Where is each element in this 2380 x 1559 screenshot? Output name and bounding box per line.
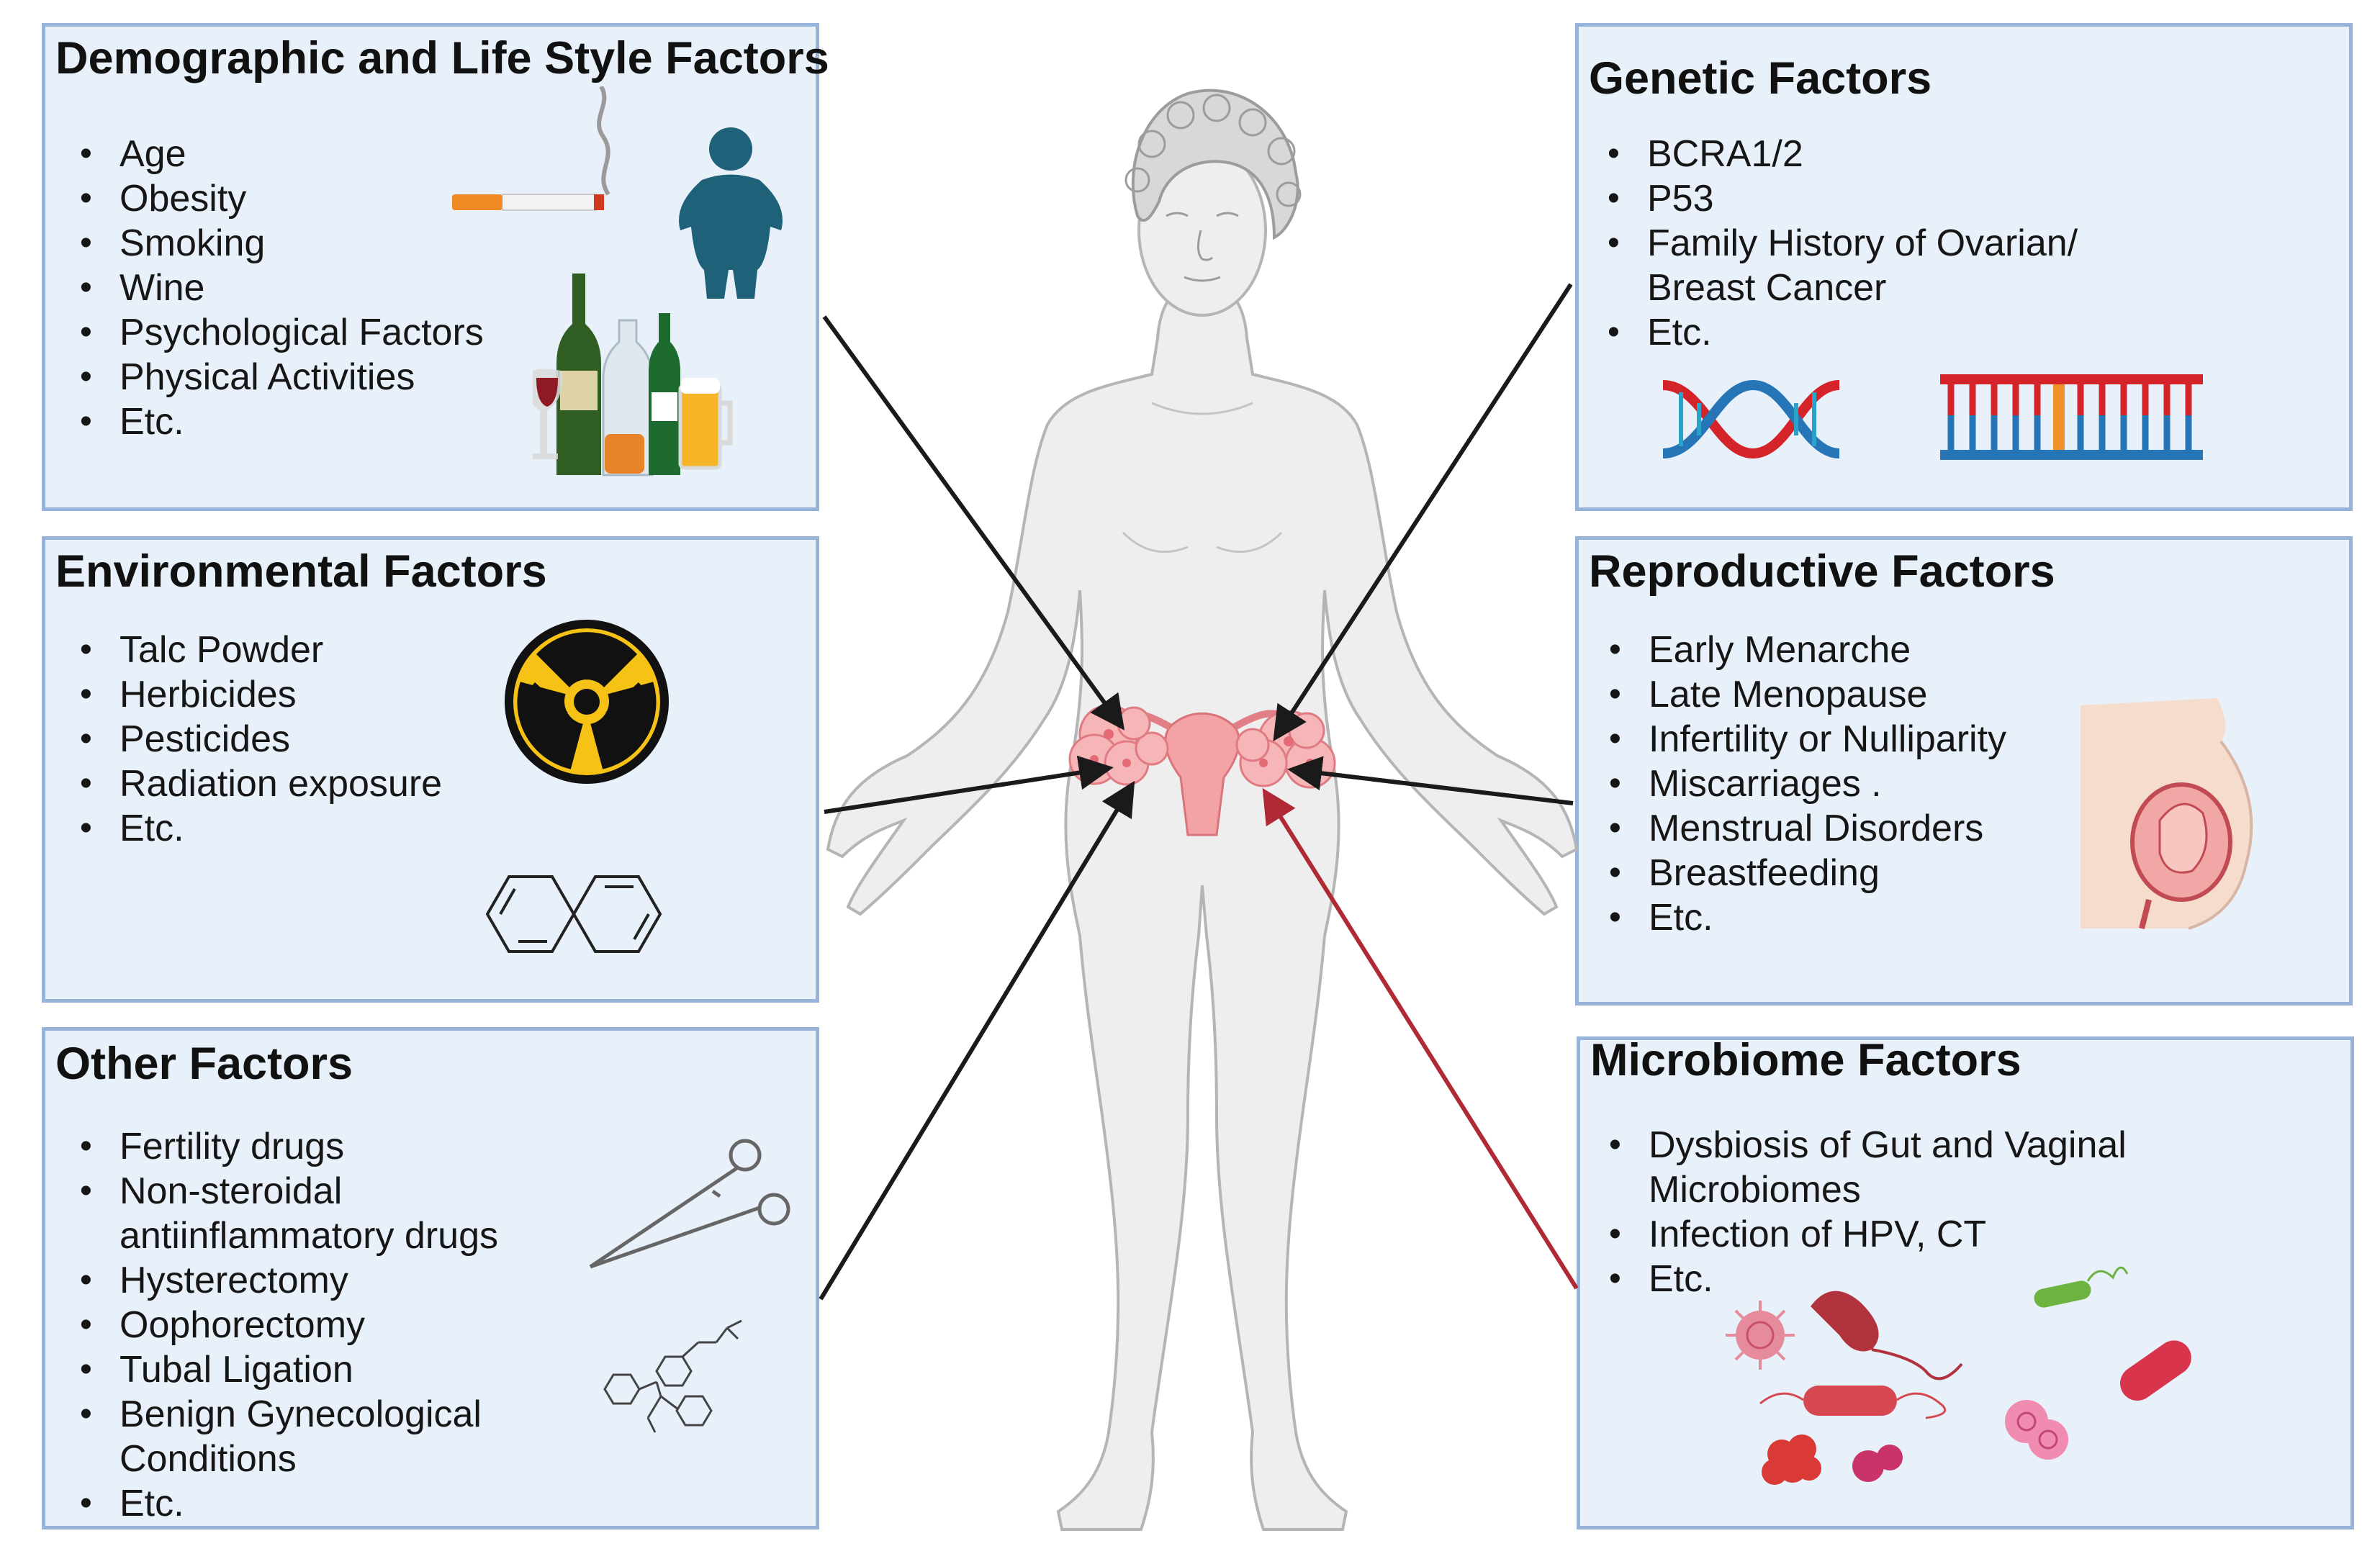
factor-item: Physical Activities xyxy=(80,355,526,399)
factor-list: Fertility drugsNon-steroidal antiinflamm… xyxy=(80,1124,555,1526)
pregnant-abdomen-icon xyxy=(2081,698,2253,930)
factor-item: Obesity xyxy=(80,176,526,221)
factor-item: Psychological Factors xyxy=(80,310,526,355)
factor-item: Late Menopause xyxy=(1609,672,2099,717)
dna-ladder-icon xyxy=(1940,374,2203,460)
panel-title: Reproductive Factors xyxy=(1589,546,2055,597)
panel-title: Genetic Factors xyxy=(1589,53,1932,104)
factor-list: Dysbiosis of Gut and Vaginal Microbiomes… xyxy=(1609,1123,2156,1301)
factor-item: Etc. xyxy=(1608,310,2126,355)
panel-title: Microbiome Factors xyxy=(1590,1035,2021,1085)
microbiome-panel: Microbiome Factors Dysbiosis of Gut and … xyxy=(1577,1035,2354,1529)
factor-item: Hysterectomy xyxy=(80,1258,555,1303)
arrow-genetic xyxy=(1273,283,1573,742)
arrow-reproductive xyxy=(1287,756,1574,805)
factor-item: Benign Gynecological Conditions xyxy=(80,1392,555,1481)
factor-item: Wine xyxy=(80,266,526,310)
female-body-icon xyxy=(826,89,1579,1531)
factor-item: Etc. xyxy=(1609,1257,2156,1301)
factor-item: Pesticides xyxy=(80,717,526,762)
factor-item: Etc. xyxy=(80,399,526,444)
factor-item: Talc Powder xyxy=(80,628,526,672)
bacteria-virus-cluster-icon xyxy=(1726,1266,2191,1485)
factor-list: Early MenarcheLate MenopauseInfertility … xyxy=(1609,628,2099,940)
factor-item: BCRA1/2 xyxy=(1608,132,2126,176)
factor-item: Miscarriages . xyxy=(1609,762,2099,806)
dna-helix-icon xyxy=(1662,379,1840,459)
naphthalene-molecule-icon xyxy=(485,875,662,953)
surgical-forceps-icon xyxy=(589,1139,790,1269)
factor-item: Oophorectomy xyxy=(80,1303,555,1347)
factor-item: Radiation exposure xyxy=(80,762,526,806)
factor-item: Etc. xyxy=(1609,895,2099,940)
factor-item: Breastfeeding xyxy=(1609,851,2099,895)
factor-list: AgeObesitySmokingWinePsychological Facto… xyxy=(80,132,526,444)
demographic-panel: Demographic and Life Style Factors AgeOb… xyxy=(42,23,829,511)
factor-item: Etc. xyxy=(80,806,526,851)
factor-item: Tubal Ligation xyxy=(80,1347,555,1392)
panel-title: Demographic and Life Style Factors xyxy=(55,33,829,83)
factor-item: Age xyxy=(80,132,526,176)
arrow-microbiome xyxy=(1262,787,1579,1290)
arrow-environmental xyxy=(824,755,1114,814)
environmental-panel: Environmental Factors Talc PowderHerbici… xyxy=(42,536,819,1003)
alcohol-bottles-icon xyxy=(533,274,733,476)
factor-item: Dysbiosis of Gut and Vaginal Microbiomes xyxy=(1609,1123,2156,1212)
factor-item: Fertility drugs xyxy=(80,1124,555,1169)
factor-item: Herbicides xyxy=(80,672,526,717)
factor-item: Early Menarche xyxy=(1609,628,2099,672)
factor-item: Etc. xyxy=(80,1481,555,1526)
factor-item: Non-steroidal antiinflammatory drugs xyxy=(80,1169,555,1258)
factor-item: Infertility or Nulliparity xyxy=(1609,717,2099,762)
arrow-demographic xyxy=(822,315,1125,731)
factor-list: BCRA1/2P53Family History of Ovarian/ Bre… xyxy=(1608,132,2126,355)
factor-item: Smoking xyxy=(80,221,526,266)
factor-list: Talc PowderHerbicidesPesticidesRadiation… xyxy=(80,628,526,851)
radiation-hazard-icon xyxy=(505,620,669,784)
obese-person-icon xyxy=(679,127,783,299)
factor-item: Menstrual Disorders xyxy=(1609,806,2099,851)
arrow-other xyxy=(819,780,1135,1301)
cigarette-icon xyxy=(452,86,610,211)
panel-title: Environmental Factors xyxy=(55,546,547,597)
tamoxifen-molecule-icon xyxy=(603,1319,742,1433)
panel-title: Other Factors xyxy=(55,1039,353,1089)
factor-item: Infection of HPV, CT xyxy=(1609,1212,2156,1257)
factor-item: P53 xyxy=(1608,176,2126,221)
ovarian-tumor-icon xyxy=(1068,704,1336,836)
other-panel: Other Factors Fertility drugsNon-steroid… xyxy=(42,1027,819,1529)
factor-item: Family History of Ovarian/ Breast Cancer xyxy=(1608,221,2126,310)
